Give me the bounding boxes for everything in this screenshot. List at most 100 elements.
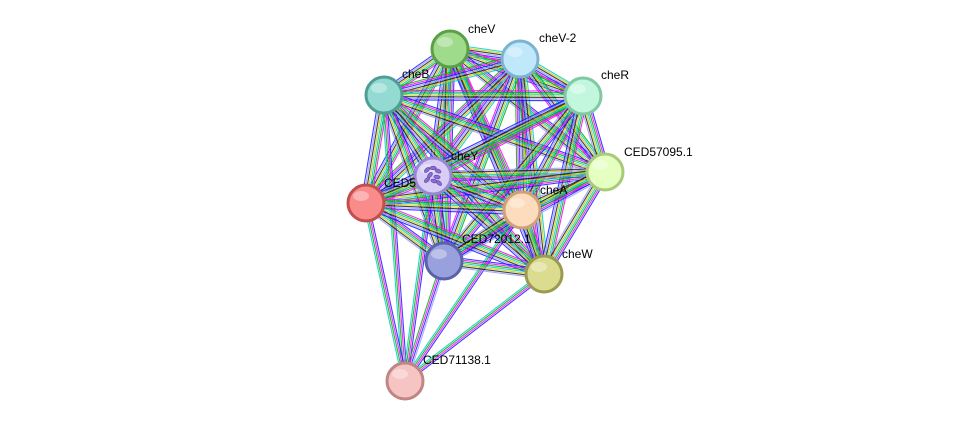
edge-cheV-2-CED5 — [362, 55, 524, 207]
node-circle[interactable] — [364, 75, 404, 115]
node-circle[interactable] — [524, 254, 564, 294]
edge-evidence-line — [365, 204, 522, 213]
edge-evidence-line — [524, 58, 528, 210]
edge-evidence-line — [440, 57, 518, 261]
edge-evidence-line — [405, 261, 446, 382]
node-circle[interactable] — [413, 156, 453, 196]
edge-evidence-line — [540, 170, 603, 273]
edge-evidence-line — [444, 96, 585, 263]
node-circle[interactable] — [424, 241, 464, 281]
edge-evidence-line — [406, 261, 447, 382]
structure-helix — [436, 180, 442, 186]
edge-evidence-line — [405, 274, 545, 383]
node-label-CED5: CED5 — [384, 176, 416, 190]
edge-evidence-line — [367, 60, 523, 206]
edge-evidence-line — [383, 99, 583, 102]
edge-evidence-line — [434, 99, 586, 181]
edge-evidence-line — [431, 176, 544, 276]
node-circle[interactable] — [563, 76, 603, 116]
edge-evidence-line — [406, 211, 525, 383]
edge-evidence-line — [383, 94, 584, 97]
node-CED71138.1[interactable] — [385, 361, 425, 401]
edge-evidence-line — [383, 56, 520, 94]
node-highlight — [531, 262, 547, 272]
edge-evidence-line — [522, 58, 526, 210]
edge-evidence-line — [446, 50, 542, 276]
node-cheB[interactable] — [364, 75, 404, 115]
edge-evidence-line — [515, 61, 602, 176]
edge-evidence-line — [403, 209, 522, 381]
edge-evidence-line — [432, 168, 605, 174]
edge-evidence-line — [444, 59, 523, 262]
edge-evidence-line — [450, 48, 546, 274]
node-highlight — [509, 198, 525, 208]
edge-evidence-line — [441, 93, 581, 260]
edge-evidence-line — [452, 47, 548, 273]
edge-evidence-line — [547, 174, 610, 277]
edge-evidence-line — [519, 58, 545, 275]
edge-evidence-line — [432, 175, 545, 275]
node-highlight — [507, 47, 523, 57]
node-circle[interactable] — [500, 39, 540, 79]
edge-evidence-line — [365, 58, 521, 204]
node-circle[interactable] — [346, 183, 386, 223]
node-highlight — [353, 191, 369, 201]
node-circle[interactable] — [385, 361, 425, 401]
node-label-cheB: cheB — [402, 67, 429, 81]
node-circle[interactable] — [585, 152, 625, 192]
structure-helix — [424, 177, 430, 183]
edge-evidence-line — [402, 260, 443, 381]
edge-CED57095.1-CED5 — [365, 166, 606, 209]
node-cheA[interactable] — [502, 190, 542, 230]
node-label-CED71138.1: CED71138.1 — [423, 353, 491, 367]
edge-evidence-line — [403, 271, 543, 380]
node-cheY[interactable] — [413, 156, 453, 196]
edge-cheV-cheW — [445, 46, 549, 277]
edge-evidence-line — [403, 260, 444, 381]
node-cheV[interactable] — [430, 29, 470, 69]
edge-evidence-line — [366, 199, 546, 272]
node-label-cheW: cheW — [562, 247, 593, 261]
edge-evidence-line — [363, 91, 582, 200]
node-cheV-2[interactable] — [500, 39, 540, 79]
edge-cheB-CED71138.1 — [381, 94, 408, 382]
edge-evidence-line — [366, 197, 523, 206]
node-CED5[interactable] — [346, 183, 386, 223]
node-highlight — [371, 83, 387, 93]
edge-evidence-line — [538, 94, 579, 274]
edge-evidence-line — [367, 198, 546, 271]
edge-evidence-line — [404, 272, 544, 381]
edge-evidence-line — [362, 55, 518, 200]
node-cheR[interactable] — [563, 76, 603, 116]
edge-evidence-line — [365, 171, 606, 204]
edge-evidence-line — [363, 203, 404, 382]
node-highlight — [592, 160, 608, 170]
edge-evidence-line — [441, 48, 449, 261]
edge-evidence-line — [366, 201, 545, 274]
edge-evidence-line — [435, 171, 548, 271]
node-CED72012.1[interactable] — [424, 241, 464, 281]
edge-evidence-line — [544, 172, 607, 276]
edge-evidence-line — [382, 95, 405, 382]
node-cheW[interactable] — [524, 254, 564, 294]
edge-evidence-line — [366, 200, 523, 209]
edge-evidence-line — [365, 169, 605, 202]
edge-evidence-line — [381, 95, 404, 382]
edge-evidence-line — [540, 95, 581, 274]
node-label-cheV: cheV — [468, 22, 495, 36]
edge-evidence-line — [406, 275, 546, 384]
edge-evidence-line — [365, 166, 605, 199]
node-circle[interactable] — [430, 29, 470, 69]
edge-evidence-line — [541, 95, 582, 274]
edge-evidence-line — [383, 58, 521, 96]
edge-evidence-line — [365, 168, 605, 201]
edge-CED72012.1-CED71138.1 — [402, 260, 447, 382]
structure-helix — [424, 167, 430, 173]
node-circle[interactable] — [502, 190, 542, 230]
edge-evidence-line — [543, 171, 606, 275]
edge-evidence-line — [385, 94, 408, 381]
node-CED57095.1[interactable] — [585, 152, 625, 192]
edge-evidence-line — [367, 202, 408, 381]
edge-evidence-line — [433, 174, 546, 274]
